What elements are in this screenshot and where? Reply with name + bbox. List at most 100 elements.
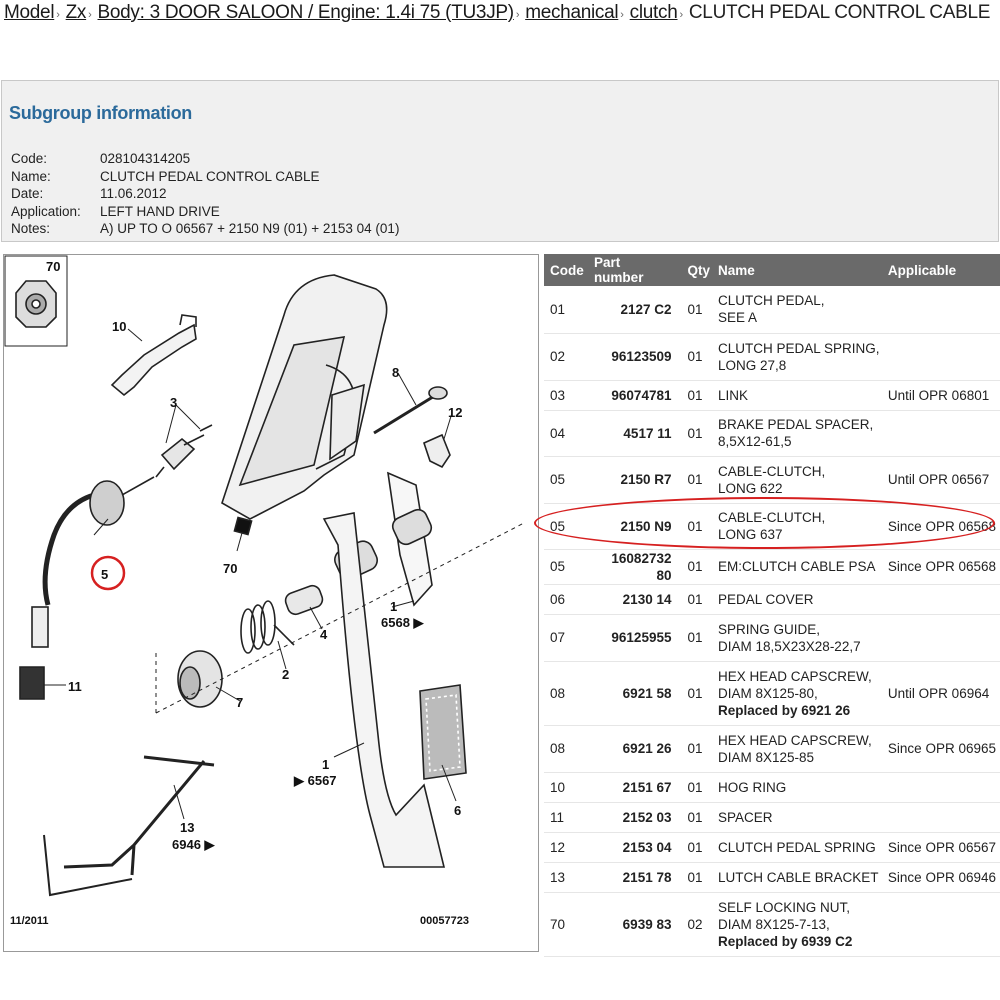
callout-12[interactable]: 12 (448, 405, 462, 420)
diagram-drawing: 70 10 3 8 12 5 70 1 6568 ▶ 4 2 7 11 1 ▶ … (4, 255, 525, 927)
cell-name-line: DIAM 8X125-85 (718, 749, 815, 765)
col-name[interactable]: Name (718, 262, 755, 278)
part-5-cable-end (89, 480, 125, 526)
callout-13[interactable]: 13 (180, 820, 194, 835)
breadcrumb-body-engine[interactable]: Body: 3 DOOR SALOON / Engine: 1.4i 75 (T… (97, 2, 515, 23)
part-12-clip (423, 433, 451, 469)
field-label: Name: (11, 168, 51, 184)
cell-name-line: DIAM 8X125-80, (718, 685, 818, 701)
cell-code: 13 (550, 869, 566, 885)
cell-applicable: Until OPR 06801 (887, 387, 990, 403)
cell-qty: 01 (687, 869, 703, 885)
cell-name-line: SPACER (718, 809, 773, 825)
cell-name-line: CLUTCH PEDAL, (718, 293, 825, 309)
cell-replacement-note[interactable]: Replaced by 6939 C2 (718, 933, 853, 949)
cell-name-line: CABLE-CLUTCH, (718, 510, 826, 525)
cell-part-number: 96123509 (611, 349, 672, 364)
callout-11[interactable]: 11 (68, 679, 82, 694)
breadcrumb-zx[interactable]: Zx (65, 2, 87, 23)
cell-code: 04 (550, 425, 566, 441)
cell-part-number: 2130 14 (622, 591, 672, 607)
col-part-number[interactable]: Part number (593, 255, 644, 285)
cell-name: LUTCH CABLE BRACKET (714, 862, 884, 892)
part-2-spring (240, 600, 295, 654)
breadcrumb-model[interactable]: Model (4, 2, 55, 23)
breadcrumb-clutch[interactable]: clutch (629, 2, 678, 23)
cell-code: 05 (550, 559, 566, 574)
cell-name: CLUTCH PEDAL,SEE A (714, 286, 884, 333)
breadcrumb-mechanical[interactable]: mechanical (525, 2, 619, 23)
col-qty[interactable]: Qty (687, 262, 710, 278)
callout-70-mid[interactable]: 70 (223, 561, 237, 576)
cell-name: HOG RING (714, 772, 884, 802)
cell-name: PEDAL COVER (714, 584, 884, 614)
cell-name-line: LINK (718, 387, 749, 403)
callout-4[interactable]: 4 (320, 627, 328, 642)
cell-qty: 01 (687, 839, 703, 855)
cell-applicable (884, 584, 1000, 614)
callout-6568[interactable]: 6568 ▶ (381, 615, 425, 630)
cell-code: 12 (550, 839, 566, 855)
callout-2[interactable]: 2 (282, 667, 289, 682)
separator-chevron-icon: › (620, 9, 624, 21)
col-code[interactable]: Code (550, 262, 584, 278)
cell-code: 70 (550, 916, 566, 932)
callout-70[interactable]: 70 (46, 259, 60, 274)
cell-name-line: SPRING GUIDE, (718, 621, 821, 637)
cell-part-number: 2153 04 (622, 839, 672, 855)
cell-name: SELF LOCKING NUT,DIAM 8X125-7-13,Replace… (714, 892, 884, 956)
field-date: Date:11.06.2012 (11, 185, 399, 203)
callout-10[interactable]: 10 (112, 319, 126, 334)
callout-1-right[interactable]: 1 (390, 599, 397, 614)
cell-name: CABLE-CLUTCH,LONG 622 (714, 456, 884, 503)
col-applicable[interactable]: Applicable (887, 262, 957, 278)
cell-part-number: 2152 03 (622, 809, 672, 825)
cell-qty: 01 (687, 741, 703, 756)
field-name: Name:CLUTCH PEDAL CONTROL CABLE (11, 168, 399, 186)
callout-1-left[interactable]: 1 (322, 757, 329, 772)
callout-5[interactable]: 5 (101, 567, 108, 582)
callout-6567[interactable]: ▶ 6567 (293, 773, 337, 788)
cell-code: 02 (550, 349, 566, 364)
cell-applicable (884, 333, 1000, 380)
cell-part-number: 16082732 80 (611, 550, 672, 583)
callout-3[interactable]: 3 (170, 395, 177, 410)
cell-part-number: 6921 26 (622, 741, 672, 756)
callout-6[interactable]: 6 (454, 803, 461, 818)
cell-applicable (884, 892, 1000, 956)
callout-8[interactable]: 8 (392, 365, 399, 380)
cell-qty: 01 (687, 387, 703, 403)
separator-chevron-icon: › (515, 9, 520, 21)
highlight-circle-part-5 (90, 555, 126, 591)
callout-7[interactable]: 7 (236, 695, 243, 710)
cell-replacement-note[interactable]: Replaced by 6921 26 (718, 702, 851, 718)
field-label: Notes: (11, 221, 51, 237)
cell-code: 08 (550, 685, 566, 701)
cell-name: BRAKE PEDAL SPACER,8,5X12-61,5 (714, 410, 884, 456)
field-value: A) UP TO O 06567 + 2150 N9 (01) + 2153 0… (100, 221, 400, 237)
callout-6946[interactable]: 6946 ▶ (172, 837, 216, 852)
cell-name-line: DIAM 18,5X23X28-22,7 (718, 638, 861, 654)
cell-part-number: 6939 83 (622, 916, 672, 932)
cell-qty: 01 (687, 630, 703, 645)
cell-applicable (884, 614, 1000, 661)
cell-code: 03 (550, 387, 566, 403)
cell-qty: 01 (687, 518, 703, 534)
cell-name-line: 8,5X12-61,5 (718, 434, 792, 449)
